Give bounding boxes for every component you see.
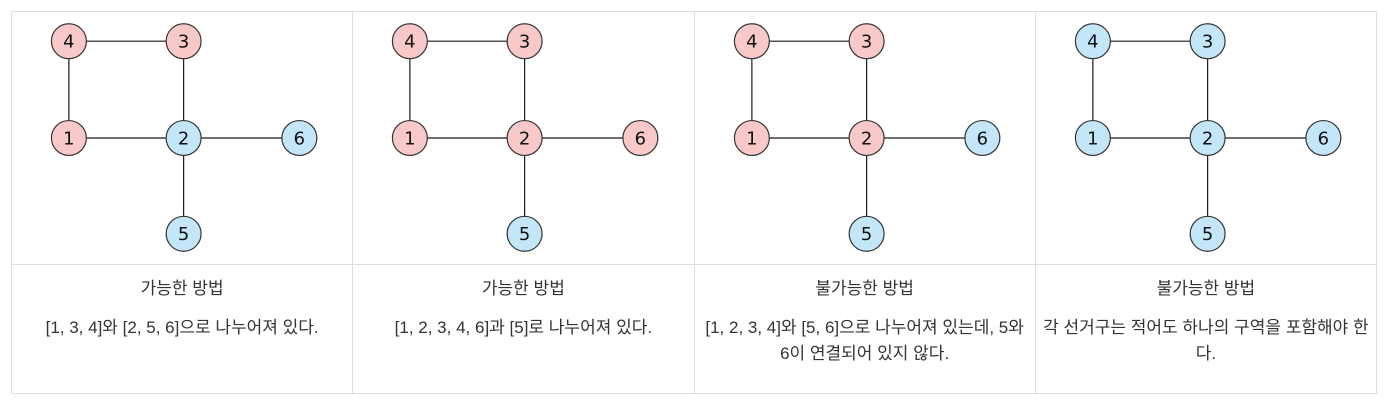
node-1 [1074,119,1111,157]
node-label-2: 2 [1202,128,1213,149]
node-label-4: 4 [63,32,74,53]
node-label-6: 6 [1317,128,1328,149]
node-6 [963,119,1000,157]
panel-possible-1: 1 2 3 4 5 6 가능한 방법 [1, 3, 4]와 [2, 5, 6]으로 나누어… [12,12,354,393]
panel-impossible-2: 1 2 3 4 5 6 불가능한 방법 각 선거구는 적어도 하나의 구역을 포함해야 한… [1035,12,1376,393]
panel-impossible-1: 1 2 3 4 5 6 불가능한 방법 [1, 2, 3, 4]와 [5, 6]으로 나누… [694,12,1036,393]
node-label-2: 2 [519,128,530,149]
node-label-4: 4 [1087,32,1098,53]
node-label-5: 5 [178,224,189,245]
node-2 [165,119,202,157]
figure-table: 1 2 3 4 5 6 가능한 방법 [1, 3, 4]와 [2, 5, 6]으로 나누어… [11,11,1377,394]
node-6 [622,119,659,157]
node-label-3: 3 [1202,32,1213,53]
node-label-3: 3 [519,32,530,53]
node-label-6: 6 [294,128,305,149]
district-graph: 1 2 3 4 5 6 [1074,23,1342,252]
district-graph: 1 2 3 4 5 6 [392,23,659,252]
node-5 [506,215,543,252]
district-graph: 1 2 3 4 5 6 [733,23,1000,252]
node-label-6: 6 [976,128,987,149]
node-3 [1189,23,1226,60]
node-label-4: 4 [404,32,415,53]
node-2 [1189,119,1226,157]
caption-title: 불가능한 방법 [815,279,914,298]
node-label-3: 3 [860,32,871,53]
graph-area: 1 2 3 4 5 6 [353,12,694,265]
node-1 [50,119,87,157]
caption-title: 가능한 방법 [140,279,224,298]
district-graph: 1 2 3 4 5 6 [50,23,318,252]
node-label-5: 5 [1202,224,1213,245]
node-label-1: 1 [404,128,415,149]
panel-possible-2: 1 2 3 4 5 6 가능한 방법 [1, 2, 3, 4, 6]과 [5]로 나누어져… [353,12,695,393]
node-label-4: 4 [746,32,757,53]
graph-area: 1 2 3 4 5 6 [12,12,353,265]
caption-description: [1, 2, 3, 4, 6]과 [5]로 나누어져 있다. [394,318,653,338]
caption-area: 가능한 방법 [1, 2, 3, 4, 6]과 [5]로 나누어져 있다. [353,265,693,393]
node-3 [165,23,202,60]
node-3 [848,23,885,60]
node-label-5: 5 [519,224,530,245]
caption-title: 불가능한 방법 [1156,279,1256,298]
node-3 [506,23,543,60]
node-2 [506,119,543,157]
caption-area: 가능한 방법 [1, 3, 4]와 [2, 5, 6]으로 나누어져 있다. [12,265,352,393]
node-4 [50,23,87,60]
node-1 [392,119,429,157]
node-6 [281,119,318,157]
node-5 [165,215,202,252]
graph-area: 1 2 3 4 5 6 [1035,12,1376,265]
caption-description: [1, 2, 3, 4]와 [5, 6]으로 나누어져 있는데, 5와 6이 연… [705,318,1024,363]
node-1 [733,119,770,157]
caption-area: 불가능한 방법 [1, 2, 3, 4]와 [5, 6]으로 나누어져 있는데,… [695,265,1035,393]
node-6 [1305,119,1342,157]
node-label-3: 3 [178,32,189,53]
caption-title: 가능한 방법 [481,279,565,298]
node-5 [848,215,885,252]
node-5 [1189,215,1226,252]
node-4 [1074,23,1111,60]
node-label-1: 1 [1087,128,1098,149]
caption-area: 불가능한 방법 각 선거구는 적어도 하나의 구역을 포함해야 한다. [1036,265,1376,393]
node-label-6: 6 [635,128,646,149]
caption-description: 각 선거구는 적어도 하나의 구역을 포함해야 한다. [1043,318,1369,363]
caption-description: [1, 3, 4]와 [2, 5, 6]으로 나누어져 있다. [45,318,319,338]
node-label-2: 2 [860,128,871,149]
node-label-5: 5 [860,224,871,245]
node-4 [733,23,770,60]
node-label-1: 1 [63,128,74,149]
node-4 [392,23,429,60]
graph-area: 1 2 3 4 5 6 [694,12,1035,265]
node-2 [848,119,885,157]
node-label-2: 2 [178,128,189,149]
node-label-1: 1 [746,128,757,149]
